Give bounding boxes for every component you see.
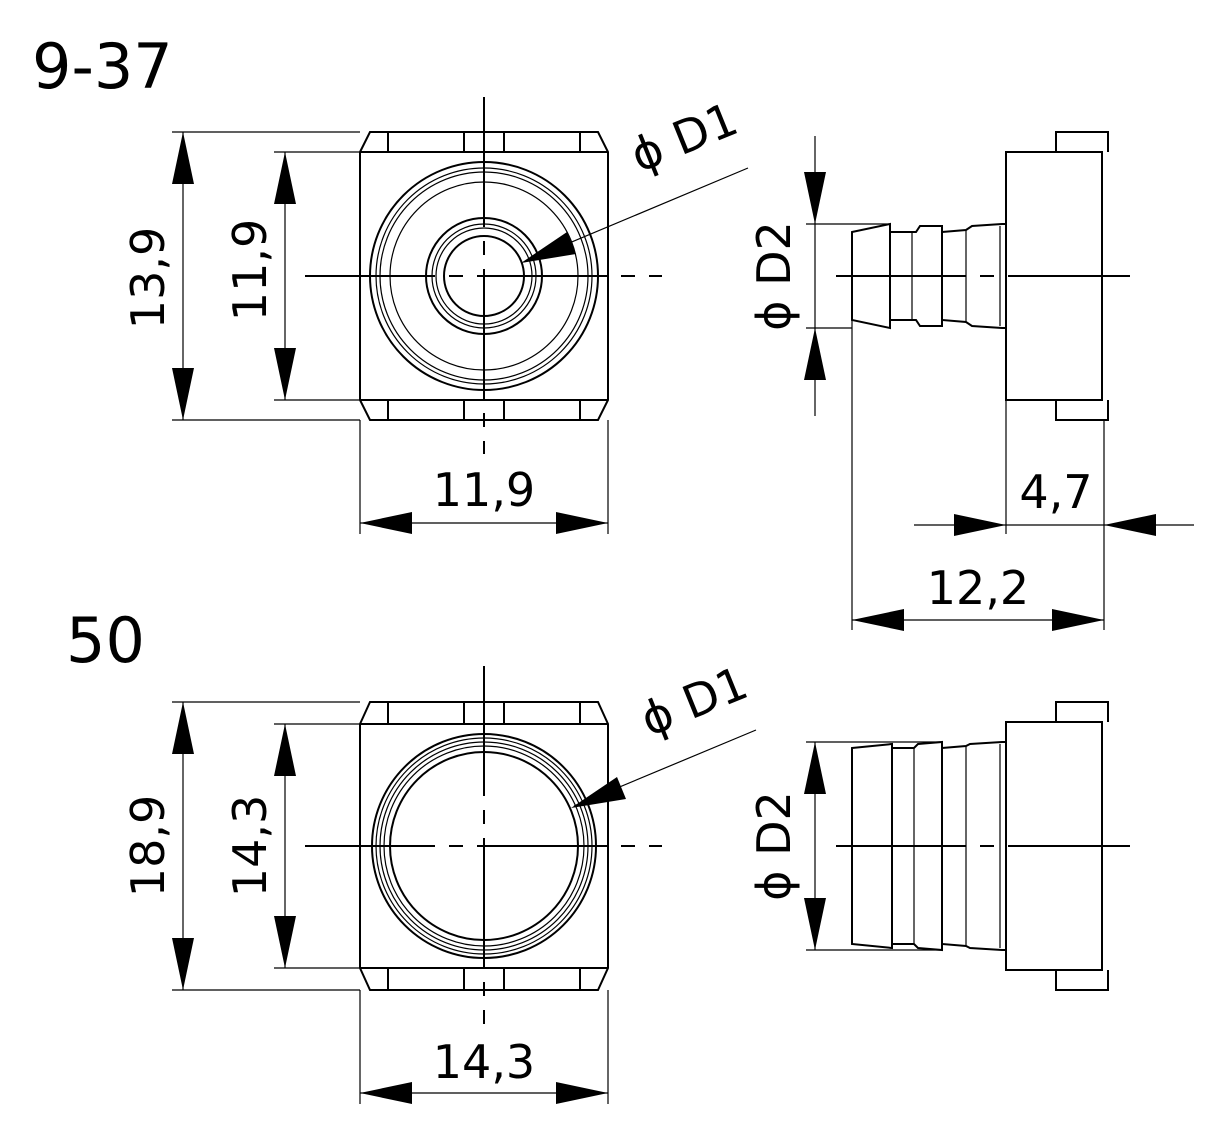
variant-a-overall-height-label: 13,9	[121, 227, 175, 329]
variant-a-front-dimensions	[172, 131, 749, 534]
variant-b-front-dimensions	[172, 701, 757, 1104]
variant-a-side-dimensions	[804, 136, 1194, 631]
variant-a-inner-height-label: 11,9	[223, 219, 277, 321]
variant-b-d2-label: ϕ D2	[747, 791, 801, 901]
variant-b-title: 50	[66, 604, 145, 677]
variant-a-side-view	[836, 131, 1130, 421]
variant-a-d1-label: ϕ D1	[623, 92, 745, 183]
variant-a-d2-label: ϕ D2	[747, 221, 801, 331]
variant-b-inner-height-label: 14,3	[223, 795, 277, 897]
variant-b-side-view	[836, 701, 1130, 991]
variant-b-side-dimensions	[804, 741, 942, 951]
variant-a-width-label: 11,9	[433, 463, 535, 517]
variant-a-title: 9-37	[32, 30, 173, 103]
variant-b-overall-height-label: 18,9	[121, 795, 175, 897]
variant-b-front-view	[305, 666, 662, 1024]
variant-a-front-view	[305, 97, 662, 454]
variant-b-d1-label: ϕ D1	[633, 656, 755, 747]
variant-a-length-label: 12,2	[927, 561, 1029, 615]
variant-a-flange-label: 4,7	[1019, 465, 1092, 519]
variant-b-width-label: 14,3	[433, 1035, 535, 1089]
